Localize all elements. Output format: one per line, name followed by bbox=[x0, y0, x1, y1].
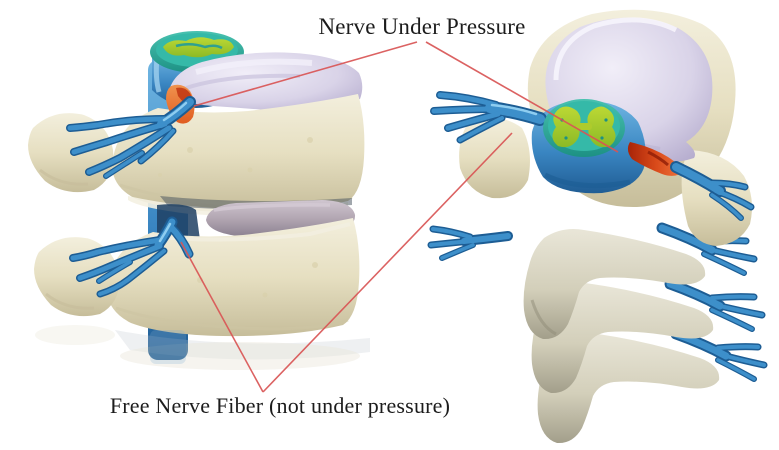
leader-line-pressure-right bbox=[425, 41, 619, 153]
gray-matter-left bbox=[163, 37, 234, 58]
right-spine-oblique-view bbox=[431, 9, 764, 444]
nerve-branches-top-left bbox=[70, 102, 190, 176]
free-nerve-fiber-right bbox=[434, 95, 540, 140]
reflection-left bbox=[35, 325, 370, 370]
leader-line-pressure-left bbox=[193, 41, 418, 107]
compressed-nerve-right bbox=[627, 142, 684, 176]
free-nerve-fiber-left bbox=[73, 222, 189, 294]
left-spine-lateral-view bbox=[28, 31, 370, 370]
gray-matter-right bbox=[552, 106, 581, 148]
label-nerve-under-pressure: Nerve Under Pressure bbox=[318, 14, 526, 39]
annotation-lines bbox=[180, 41, 619, 393]
bulging-disc-left bbox=[168, 52, 363, 113]
leader-line-free-left bbox=[180, 241, 264, 393]
vertebra-bottom-left bbox=[107, 218, 360, 337]
spinal-cord-cross-section-right bbox=[543, 99, 625, 157]
leader-line-free-right bbox=[262, 132, 513, 393]
label-free-nerve-fiber: Free Nerve Fiber (not under pressure) bbox=[109, 393, 451, 418]
vertebra-1-left-process bbox=[459, 117, 530, 199]
nerve-branches-v2-left bbox=[431, 229, 508, 258]
